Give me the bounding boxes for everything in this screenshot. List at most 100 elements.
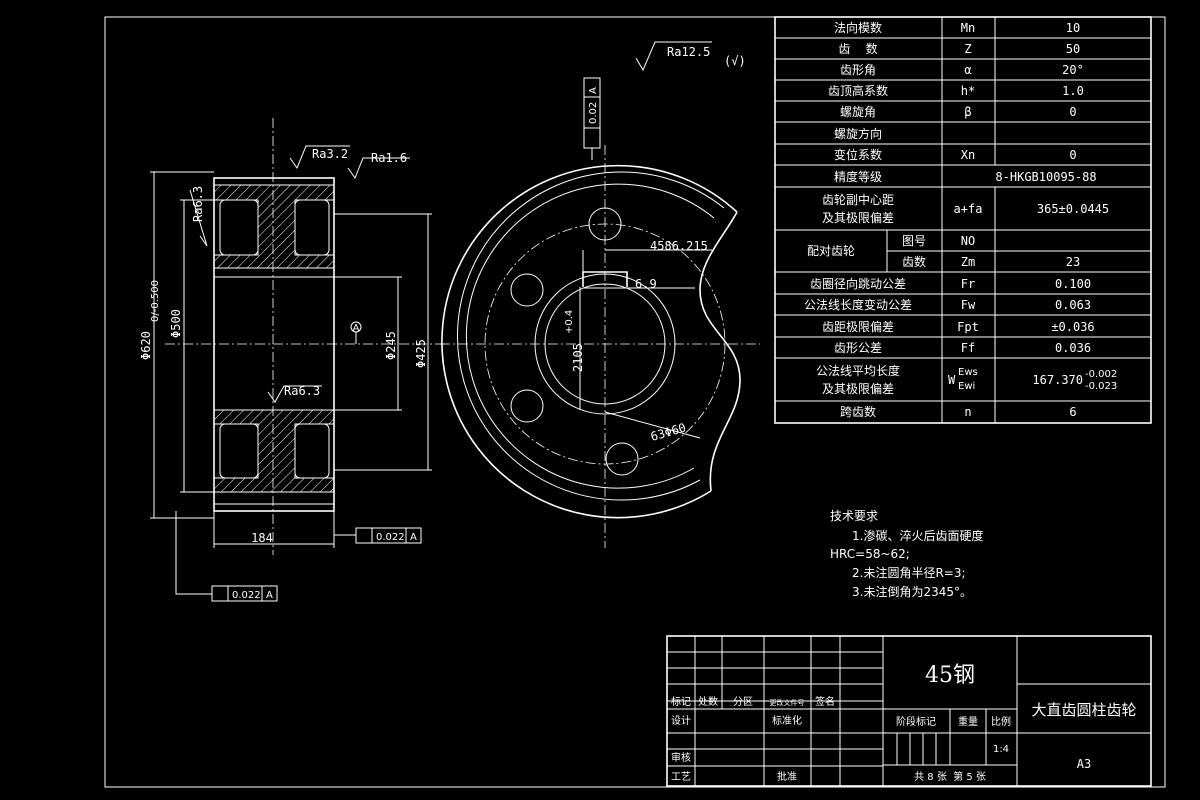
param-name: 齿 数 — [838, 41, 877, 56]
param-value: 23 — [1066, 255, 1080, 269]
material-label: 45钢 — [925, 663, 975, 688]
tb-value: 1:4 — [993, 744, 1009, 755]
param-name: 及其极限偏差 — [822, 210, 894, 225]
tb-label: 批准 — [777, 770, 797, 783]
param-symbol: α — [964, 63, 971, 77]
tb-label: 重量 — [958, 715, 978, 728]
dim-label: Φ620 — [139, 331, 153, 360]
roughness-label: Ra6.3 — [191, 186, 205, 222]
param-value: 167.370 — [1032, 373, 1083, 387]
roughness-label: Ra6.3 — [284, 384, 320, 398]
param-value: 6 — [1069, 405, 1076, 419]
tech-line: 3.未注倒角为2345°。 — [852, 584, 972, 599]
param-value: ±0.036 — [1051, 320, 1094, 334]
param-symbol: W — [948, 373, 956, 387]
tech-line: HRC=58~62; — [830, 547, 910, 561]
roughness-label: Ra3.2 — [312, 147, 348, 161]
param-value: 0.036 — [1055, 341, 1091, 355]
tb-label: 比例 — [991, 715, 1011, 728]
param-symbol: Fr — [961, 277, 975, 291]
param-name: 精度等级 — [834, 169, 882, 184]
tb-header: 处数 — [698, 695, 718, 708]
param-name: 跨齿数 — [840, 404, 876, 419]
param-value-upper: -0.002 — [1085, 369, 1117, 380]
tb-header: 更改文件号 — [770, 698, 805, 707]
param-symbol: Mn — [961, 21, 975, 35]
param-symbol: Xn — [961, 148, 975, 162]
tolerance-datum: A — [266, 590, 273, 601]
param-value: 1.0 — [1062, 84, 1084, 98]
param-name: 公法线平均长度 — [816, 363, 900, 378]
param-value: 50 — [1066, 42, 1080, 56]
param-value: 10 — [1066, 21, 1080, 35]
tolerance-value: 0.022 — [376, 532, 405, 543]
param-value: 0.063 — [1055, 298, 1091, 312]
tb-label: 工艺 — [671, 771, 691, 783]
param-symbol: Z — [964, 42, 971, 56]
datum-label: A — [353, 323, 360, 334]
dim-label: 6.9 — [635, 277, 657, 291]
roughness-label-top: Ra12.5 — [667, 45, 710, 59]
param-name: 变位系数 — [834, 147, 882, 162]
param-name: 螺旋角 — [840, 105, 876, 119]
tb-sheets: 共 8 张 第 5 张 — [914, 770, 986, 783]
param-name: 公法线长度变动公差 — [804, 297, 912, 312]
tolerance-datum: A — [588, 87, 599, 94]
param-name: 齿轮副中心距 — [822, 192, 894, 207]
tb-format: A3 — [1077, 757, 1091, 771]
dim-tolerance: +0.4 — [564, 310, 575, 334]
dim-label: 4586.215 — [650, 239, 708, 253]
param-value: 20° — [1062, 63, 1084, 77]
dim-label: Φ500 — [169, 309, 183, 338]
front-view — [440, 41, 760, 548]
tb-header: 分区 — [733, 696, 753, 708]
tb-header: 签名 — [815, 695, 835, 708]
param-name: 齿圈径向跳动公差 — [810, 276, 906, 291]
tb-header: 标记 — [671, 696, 691, 708]
tb-label: 阶段标记 — [896, 715, 936, 728]
param-name: 齿距极限偏差 — [822, 319, 894, 334]
table-row-lines — [775, 37, 1151, 402]
section-view — [150, 118, 445, 602]
param-symbol: a+fa — [954, 202, 983, 216]
param-symbol: Zm — [961, 255, 975, 269]
title-block: 45钢 大直齿圆柱齿轮 标记 处数 分区 更改文件号 签名 设计 标准化 审核 … — [666, 635, 1152, 787]
roughness-check: (√) — [724, 54, 746, 68]
dim-label: Φ245 — [384, 331, 398, 360]
tech-line: 2.未注圆角半径R=3; — [852, 565, 966, 580]
tolerance-datum: A — [410, 532, 417, 543]
technical-requirements: 技术要求 1.渗碳、淬火后齿面硬度 HRC=58~62; 2.未注圆角半径R=3… — [830, 509, 983, 599]
dim-label: 184 — [251, 531, 273, 545]
tb-label: 审核 — [671, 751, 691, 764]
param-value: 0.100 — [1055, 277, 1091, 291]
param-symbol: β — [964, 105, 971, 119]
dim-label: 2105 — [571, 343, 585, 372]
tolerance-value: 0.02 — [588, 102, 599, 124]
param-symbol: Ewi — [958, 381, 975, 392]
param-value: 0 — [1069, 105, 1076, 119]
tolerance-value: 0.022 — [232, 590, 261, 601]
param-symbol: n — [964, 405, 971, 419]
param-symbol: Ews — [958, 367, 978, 378]
param-symbol: NO — [961, 234, 975, 248]
param-name: 及其极限偏差 — [822, 381, 894, 396]
tech-title: 技术要求 — [830, 509, 878, 523]
tb-label: 设计 — [671, 714, 691, 727]
param-name: 图号 — [902, 234, 926, 248]
param-name: 齿形角 — [840, 63, 876, 77]
param-name: 螺旋方向 — [834, 126, 882, 141]
param-name: 法向模数 — [834, 20, 882, 35]
part-name: 大直齿圆柱齿轮 — [1031, 701, 1136, 719]
param-name: 齿数 — [902, 254, 926, 269]
dim-tolerance: 0/-0.500 — [150, 280, 161, 322]
dim-label: 63Φ60 — [649, 420, 688, 443]
roughness-label: Ra1.6 — [371, 151, 407, 165]
param-value: 8-HKGB10095-88 — [995, 170, 1096, 184]
dim-label: Φ425 — [414, 339, 428, 368]
param-symbol: Fw — [961, 298, 976, 312]
drawing-border — [104, 16, 1166, 788]
param-group: 配对齿轮 — [807, 244, 855, 258]
param-value: 365±0.0445 — [1037, 202, 1109, 216]
param-name: 齿形公差 — [834, 341, 882, 355]
